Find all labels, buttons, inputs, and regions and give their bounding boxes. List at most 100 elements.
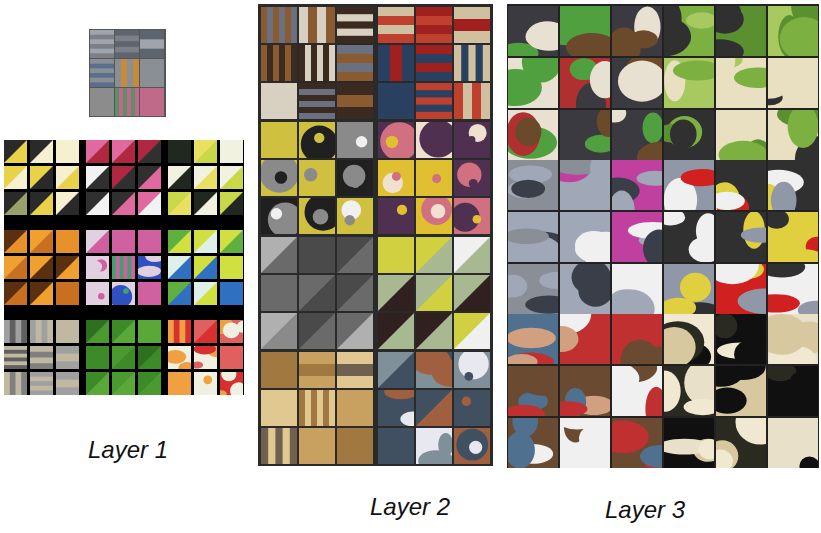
feature-tile — [56, 192, 79, 215]
feature-tile — [261, 390, 297, 426]
feature-tile — [507, 160, 558, 210]
panel-ground — [258, 4, 493, 466]
feature-tile — [56, 320, 79, 343]
feature-tile — [168, 320, 191, 343]
feature-tile — [378, 237, 414, 273]
feature-tile — [560, 106, 620, 166]
feature-tile — [30, 256, 53, 279]
feature-tile — [454, 313, 490, 349]
feature-tile — [86, 282, 109, 305]
feature-tile — [138, 230, 161, 253]
feature-tile — [220, 282, 243, 305]
feature-tile — [503, 110, 558, 160]
feature-tile — [194, 192, 217, 215]
feature-tile — [416, 313, 452, 349]
feature-tile — [30, 230, 53, 253]
feature-tile — [112, 320, 135, 343]
feature-tile — [454, 83, 490, 119]
feature-tile — [164, 346, 196, 374]
feature-tile — [194, 230, 217, 253]
feature-tile — [261, 313, 297, 349]
feature-tile — [56, 282, 79, 305]
feature-tile — [168, 192, 191, 215]
feature-tile — [140, 59, 164, 87]
feature-tile — [416, 390, 452, 426]
feature-tile — [4, 320, 27, 343]
feature-tile — [261, 237, 297, 273]
feature-tile — [4, 166, 27, 189]
feature-tile — [334, 121, 373, 158]
feature-tile — [657, 110, 714, 160]
feature-tile — [4, 346, 27, 369]
feature-tile — [378, 83, 414, 119]
feature-tile — [261, 428, 297, 464]
feature-tile — [378, 275, 414, 311]
feature-tile — [220, 140, 243, 163]
feature-tile — [505, 407, 558, 469]
feature-tile — [299, 352, 335, 388]
feature-tile — [296, 160, 335, 199]
feature-tile — [137, 251, 165, 279]
feature-tile — [4, 140, 27, 163]
feature-tile — [194, 166, 217, 189]
feature-tile — [651, 314, 714, 371]
feature-tile — [764, 362, 821, 420]
feature-tile — [299, 122, 338, 163]
feature-tile — [4, 192, 27, 215]
feature-tile — [261, 352, 297, 388]
feature-tile — [112, 256, 135, 279]
feature-tile — [764, 210, 821, 265]
feature-tile — [378, 160, 414, 196]
feature-tile — [138, 346, 161, 369]
feature-tile — [639, 0, 717, 56]
feature-tile — [656, 209, 723, 263]
feature-tile — [337, 313, 373, 349]
feature-tile — [168, 230, 191, 253]
feature-tile — [138, 282, 161, 305]
feature-tile — [112, 166, 135, 189]
feature-tile — [194, 140, 217, 163]
feature-tile — [299, 390, 335, 426]
feature-tile — [710, 160, 766, 221]
feature-tile — [299, 237, 335, 273]
feature-tile — [416, 194, 452, 234]
feature-tile — [416, 160, 452, 196]
feature-tile — [86, 230, 109, 253]
feature-tile — [194, 282, 217, 305]
feature-tile — [696, 0, 766, 64]
grid-ground — [4, 140, 244, 395]
feature-tile — [299, 194, 342, 234]
feature-tile — [56, 256, 79, 279]
feature-tile — [454, 349, 490, 388]
feature-tile — [337, 390, 373, 426]
feature-tile — [539, 294, 610, 364]
feature-tile — [109, 282, 135, 308]
feature-tile — [658, 418, 724, 468]
feature-tile — [559, 412, 610, 468]
feature-tile — [209, 316, 247, 343]
feature-tile — [86, 140, 109, 163]
layer-label: Layer 2 — [370, 493, 450, 521]
small-grid-ground — [89, 29, 166, 117]
feature-tile — [220, 346, 243, 369]
feature-tile — [4, 372, 27, 395]
layer-label: Layer 3 — [605, 496, 685, 524]
feature-tile — [215, 368, 247, 400]
feature-tile — [168, 166, 191, 189]
feature-tile — [30, 282, 53, 305]
feature-tile — [86, 320, 109, 343]
feature-tile — [112, 372, 135, 395]
feature-tile — [299, 275, 335, 311]
feature-tile — [698, 354, 766, 416]
feature-tile — [378, 7, 414, 43]
feature-tile — [194, 320, 217, 343]
feature-tile — [416, 7, 452, 43]
feature-tile — [416, 83, 452, 119]
feature-tile — [451, 198, 490, 234]
feature-tile — [416, 120, 457, 158]
feature-tile — [260, 122, 297, 158]
feature-tile — [454, 7, 490, 43]
feature-tile — [378, 428, 415, 464]
feature-tile — [138, 372, 161, 395]
feature-tile — [337, 45, 373, 81]
